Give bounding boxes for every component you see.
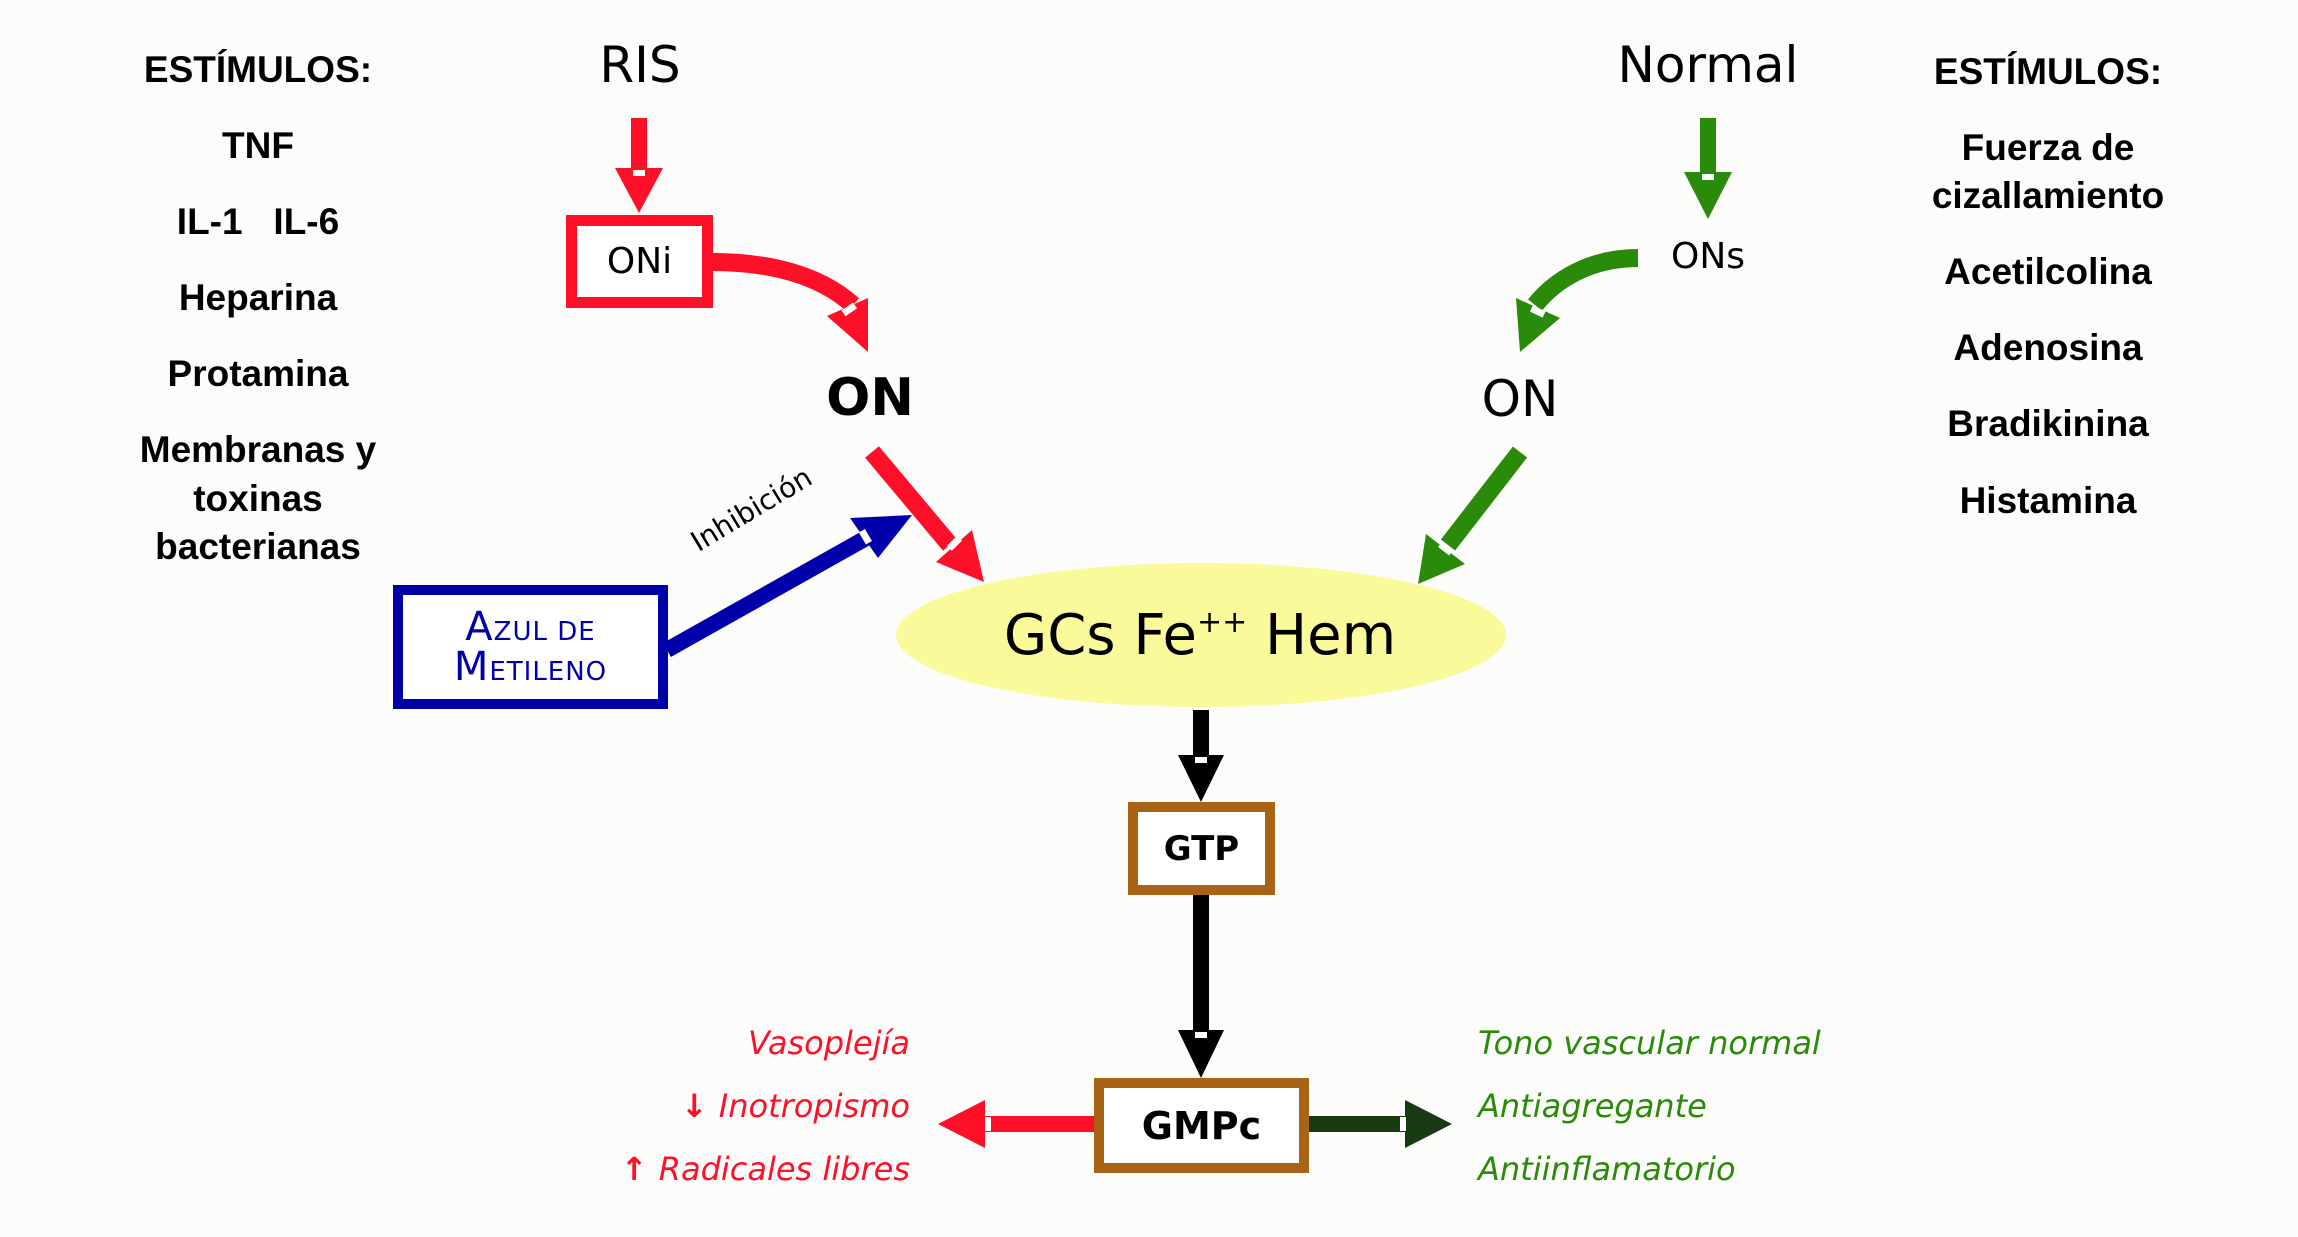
arrow-gtp-to-gmpc	[1178, 895, 1224, 1078]
effect-antiagregante: Antiagregante	[1478, 1087, 1707, 1125]
stimulus-item: Protamina	[167, 353, 349, 395]
gtp-label: GTP	[1163, 828, 1240, 869]
arrow-on-right-to-gcs	[1418, 446, 1528, 584]
effect-antiinflamatorio: Antiinflamatorio	[1478, 1150, 1736, 1188]
arrow-gmpc-to-pathologic	[938, 1100, 1094, 1148]
stimulus-item: cizallamiento	[1931, 175, 2165, 217]
gcs-ellipse	[896, 563, 1506, 707]
on-left-label: ON	[826, 368, 914, 428]
left-stimuli: ESTÍMULOS: TNF IL-1 IL-6 Heparina Protam…	[108, 46, 408, 571]
stimulus-item: Histamina	[1959, 479, 2137, 521]
arrow-gmpc-to-normal	[1308, 1100, 1452, 1148]
ris-label: RIS	[599, 36, 681, 94]
up-arrow-icon: ↑	[620, 1150, 659, 1188]
effect-inotropismo: ↓ Inotropismo	[680, 1087, 910, 1125]
arrow-normal-to-ons	[1684, 118, 1732, 219]
down-arrow-icon: ↓	[680, 1087, 719, 1125]
effect-tono-vascular: Tono vascular normal	[1478, 1024, 1821, 1062]
stimulus-item: TNF	[222, 125, 294, 167]
oni-label: ONi	[606, 241, 673, 282]
gmpc-box: GMPc	[1094, 1078, 1309, 1173]
oni-box: ONi	[566, 215, 713, 308]
arrow-inhibition	[663, 515, 912, 657]
ons-label: ONs	[1670, 236, 1746, 277]
arrow-on-left-to-gcs	[865, 446, 984, 582]
arrow-oni-to-on	[711, 253, 868, 352]
methylene-blue-line2: METILENO	[453, 644, 608, 690]
stimulus-item: Membranas y	[139, 429, 377, 471]
stimulus-item: IL-1 IL-6	[176, 201, 340, 243]
stimulus-item: Acetilcolina	[1944, 251, 2152, 293]
arrow-ris-to-oni	[615, 118, 663, 213]
right-stimuli: ESTÍMULOS: Fuerza de cizallamiento Aceti…	[1898, 48, 2198, 525]
gmpc-label: GMPc	[1141, 1103, 1262, 1148]
gtp-box: GTP	[1128, 802, 1275, 895]
stimulus-item: Heparina	[178, 277, 338, 319]
normal-label: Normal	[1617, 36, 1799, 94]
methylene-blue-box: AZUL DE METILENO	[393, 585, 668, 709]
effect-radicales: ↑ Radicales libres	[620, 1150, 910, 1188]
on-right-label: ON	[1481, 370, 1559, 428]
left-stimuli-title: ESTÍMULOS:	[143, 49, 373, 90]
methylene-blue-line1: AZUL DE	[465, 604, 596, 650]
gcs-label: GCs Fe++ Hem	[1003, 603, 1397, 668]
stimulus-item: toxinas	[193, 477, 323, 519]
stimulus-item: Bradikinina	[1947, 403, 2149, 445]
stimulus-item: Fuerza de	[1961, 127, 2135, 169]
stimulus-item: Adenosina	[1953, 327, 2143, 369]
arrow-ons-to-on	[1516, 249, 1639, 352]
stimulus-item: bacterianas	[155, 525, 361, 567]
arrow-gcs-to-gtp	[1178, 710, 1224, 802]
effect-vasoplejia: Vasoplejía	[748, 1024, 910, 1062]
right-stimuli-title: ESTÍMULOS:	[1933, 51, 2163, 92]
